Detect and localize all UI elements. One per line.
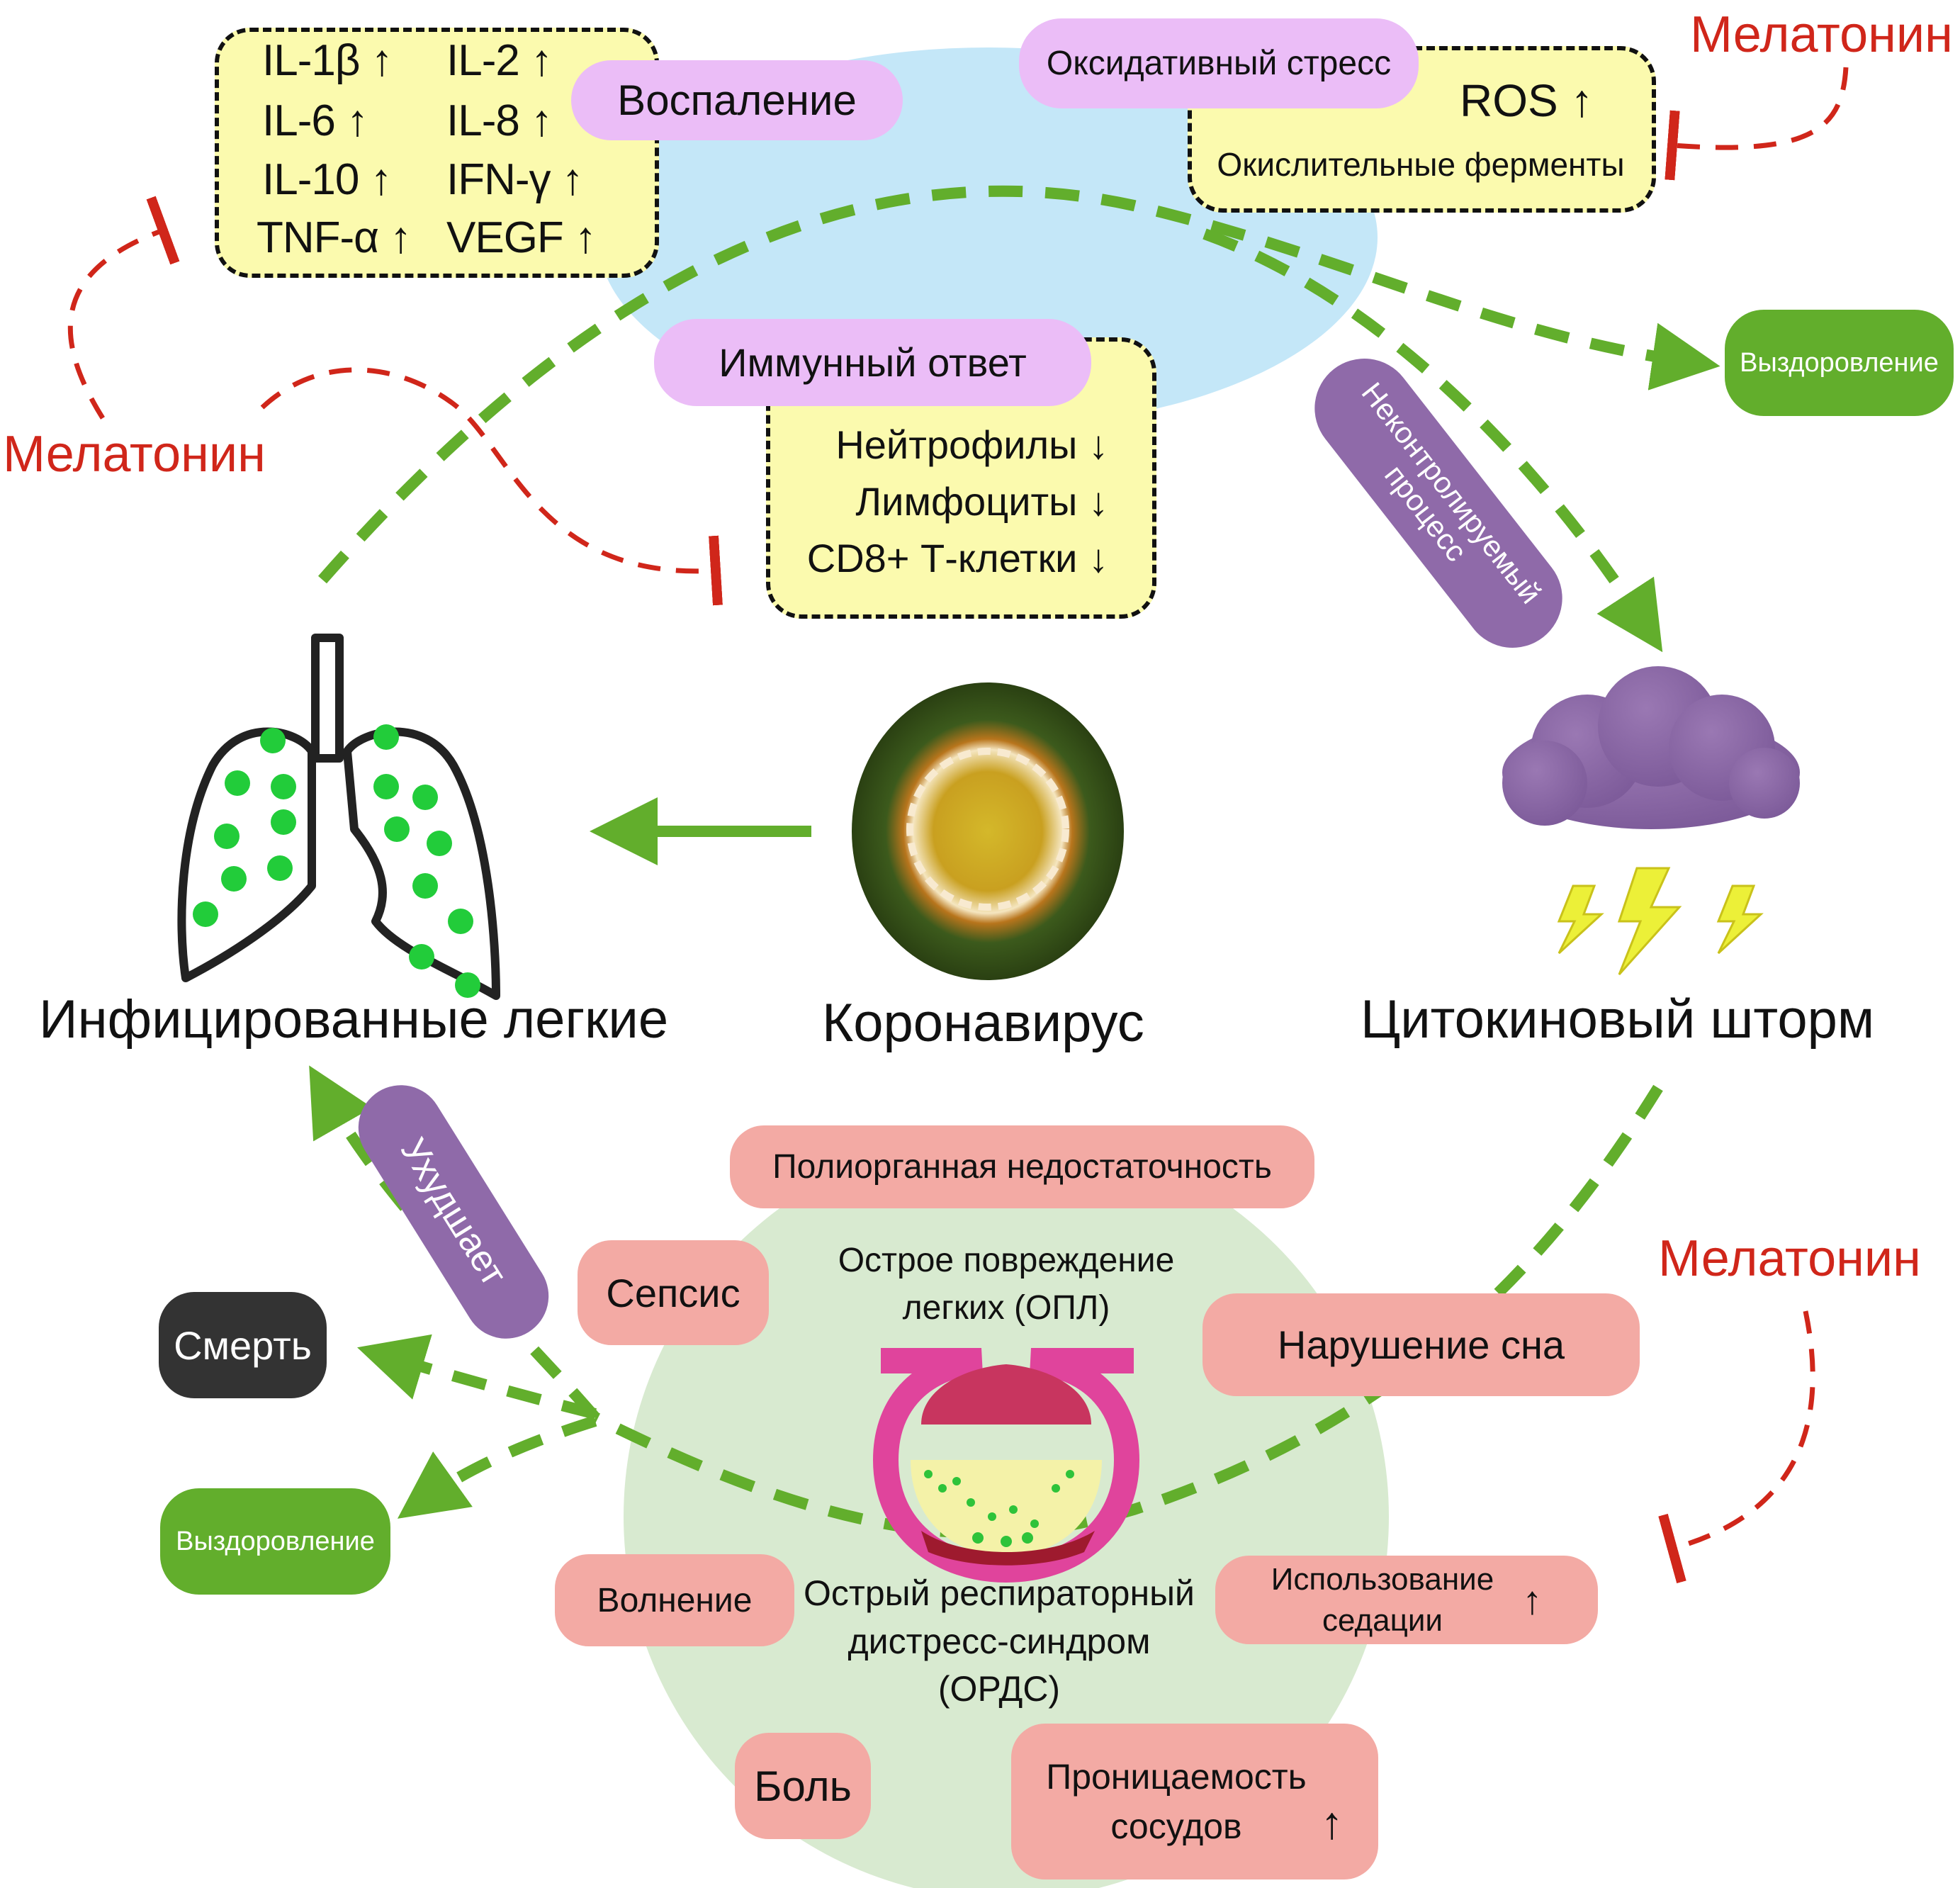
up-arrow-icon: ↑ (575, 213, 597, 262)
melatonin-bottom-right: Мелатонин (1658, 1230, 1921, 1287)
flow-worsens-lungs (309, 1065, 600, 1422)
cytokine-il6: IL-6 ↑ (262, 96, 368, 145)
death-box: Смерть (159, 1292, 327, 1398)
ards-label: Острый респираторный дистресс-синдром (О… (804, 1573, 1195, 1709)
pain: Боль (735, 1733, 871, 1839)
ali-label: Острое повреждение легких (ОПЛ) (838, 1242, 1175, 1327)
cytokine-ifng: IFN-γ ↑ (446, 155, 584, 204)
up-arrow-icon: ↑ (531, 96, 553, 145)
alveolus-illustration (872, 1348, 1140, 1583)
down-arrow-icon: ↓ (1088, 536, 1108, 580)
cytokine-tnfa: TNF-α ↑ (257, 213, 412, 262)
down-arrow-icon: ↓ (1088, 422, 1108, 467)
up-arrow-icon: ↑ (1522, 1578, 1543, 1622)
up-arrow-icon: ↑ (370, 155, 393, 204)
up-arrow-icon: ↑ (390, 213, 412, 262)
recovery-top-box: Выздоровление (1725, 310, 1954, 416)
infection-spots (193, 724, 480, 998)
melatonin-top-right: Мелатонин (1690, 6, 1953, 63)
vascular-permeability: Проницаемость сосудов ↑ (1011, 1724, 1378, 1879)
lightning-bolts (1557, 867, 1764, 976)
cytokine-il10: IL-10 ↑ (262, 155, 393, 204)
flow-to-cytokine-storm (1203, 228, 1663, 653)
sleep-disturbance: Нарушение сна (1203, 1293, 1640, 1396)
inflammation-label: Воспаление (571, 60, 903, 140)
up-arrow-icon: ↑ (371, 36, 393, 85)
up-arrow-icon: ↑ (1320, 1797, 1344, 1848)
immune-response-label: Иммунный ответ (654, 319, 1091, 406)
cytokine-il2: IL-2 ↑ (446, 36, 553, 85)
melatonin-inhibit-inflammation (67, 196, 180, 420)
flow-storm-to-complications (592, 1084, 1663, 1539)
cytokine-box (215, 28, 659, 278)
immune-item-neutrophils: Нейтрофилы ↓ (835, 422, 1108, 467)
up-arrow-icon: ↑ (561, 155, 584, 204)
flow-to-recovery-bottom (397, 1415, 597, 1519)
up-arrow-icon: ↑ (347, 96, 368, 145)
melatonin-inhibit-immune (260, 367, 723, 606)
immune-item-cd8: CD8+ Т-клетки ↓ (806, 536, 1108, 580)
flow-lungs-to-recovery (317, 185, 1720, 584)
recovery-bottom-box: Выздоровление (160, 1488, 390, 1595)
sepsis: Сепсис (578, 1240, 769, 1345)
up-arrow-icon: ↑ (1570, 75, 1594, 126)
melatonin-left: Мелатонин (3, 426, 266, 483)
coronavirus-illustration (852, 682, 1124, 980)
up-arrow-icon: ↑ (531, 36, 553, 85)
sedation-use: Использование седации ↑ (1215, 1556, 1598, 1644)
lungs-title: Инфицированные легкие (39, 989, 669, 1050)
cytokine-il8: IL-8 ↑ (446, 96, 553, 145)
down-arrow-icon: ↓ (1088, 479, 1108, 524)
flow-to-death (357, 1334, 597, 1420)
melatonin-inhibit-sleep (1658, 1310, 1815, 1584)
oxidative-stress-label: Оксидативный стресс (1019, 18, 1419, 108)
ros-text: ROS ↑ (1460, 75, 1594, 126)
anxiety: Волнение (555, 1554, 794, 1646)
storm-cloud (1502, 666, 1800, 829)
oxidative-enzymes-text: Окислительные ферменты (1217, 146, 1625, 183)
multi-organ-failure: Полиорганная недостаточность (730, 1125, 1314, 1208)
storm-title: Цитокиновый шторм (1361, 989, 1875, 1050)
melatonin-inhibit-oxidative (1665, 67, 1849, 181)
immune-item-lymphocytes: Лимфоциты ↓ (855, 479, 1108, 524)
cytokine-il1b: IL-1β ↑ (262, 36, 393, 85)
cytokine-vegf: VEGF ↑ (446, 213, 597, 262)
lungs-illustration (177, 634, 500, 1000)
virus-title: Коронавирус (822, 993, 1144, 1053)
